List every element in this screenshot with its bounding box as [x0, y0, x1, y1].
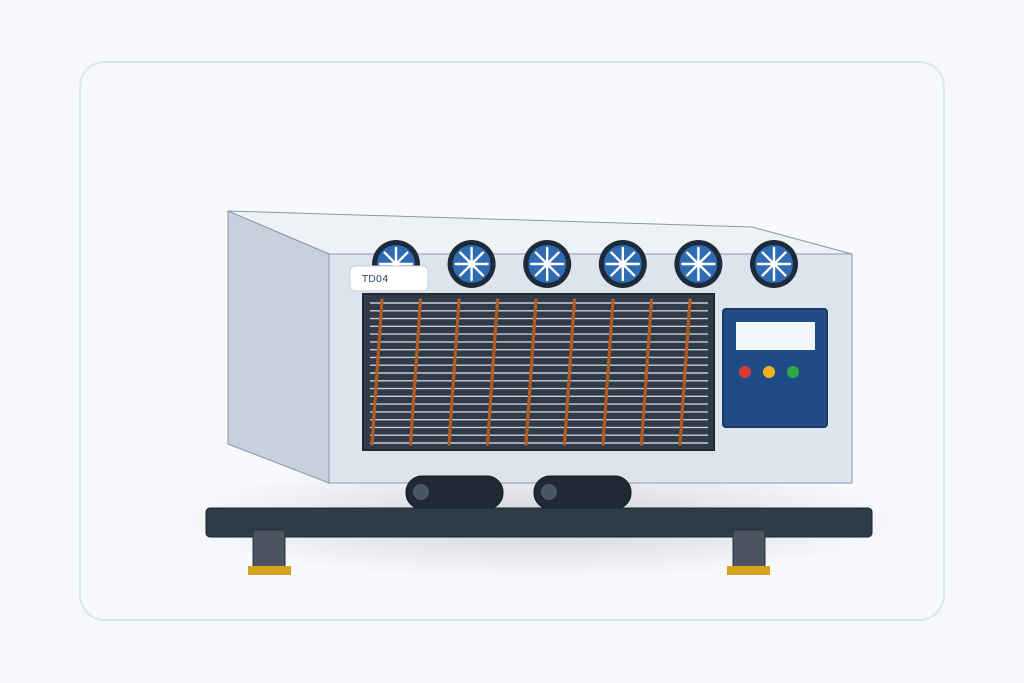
cabinet-side	[227, 210, 330, 484]
control-panel	[722, 308, 828, 428]
coil-tube	[524, 298, 538, 446]
support-foot-right	[727, 529, 770, 575]
base-rail	[205, 507, 873, 538]
indicator-light-green	[787, 366, 799, 378]
receiver-tank-2	[533, 475, 632, 510]
fan-icon	[598, 240, 647, 288]
condenser-coil	[362, 293, 715, 451]
support-foot-left	[248, 529, 291, 575]
fan-icon	[750, 240, 798, 288]
foot-pad	[727, 566, 770, 575]
coil-fins	[370, 302, 708, 444]
coil-tube	[408, 298, 423, 446]
fan-icon	[523, 240, 572, 288]
receiver-tank-1	[405, 475, 504, 510]
unit-label: TD04	[349, 265, 429, 292]
tank-port	[413, 484, 429, 500]
tank-port	[541, 484, 557, 500]
foot-pad	[248, 566, 291, 575]
control-panel-display	[736, 322, 815, 350]
coil-tube	[562, 298, 577, 446]
coil-tube	[639, 298, 654, 446]
coil-tube	[447, 298, 461, 446]
coil-tube	[678, 298, 692, 446]
unit-label-plate	[349, 265, 429, 292]
indicator-light-yellow	[763, 366, 775, 378]
indicator-light-red	[739, 366, 751, 378]
fan-icon	[674, 240, 723, 288]
coil-tube	[485, 298, 500, 446]
unit-label-text: TD04	[361, 274, 389, 285]
coil-tube	[601, 298, 615, 446]
coil-tube	[370, 298, 384, 446]
fan-icon	[447, 240, 496, 288]
coil-frame	[362, 293, 715, 451]
coil-tubes	[370, 298, 692, 446]
